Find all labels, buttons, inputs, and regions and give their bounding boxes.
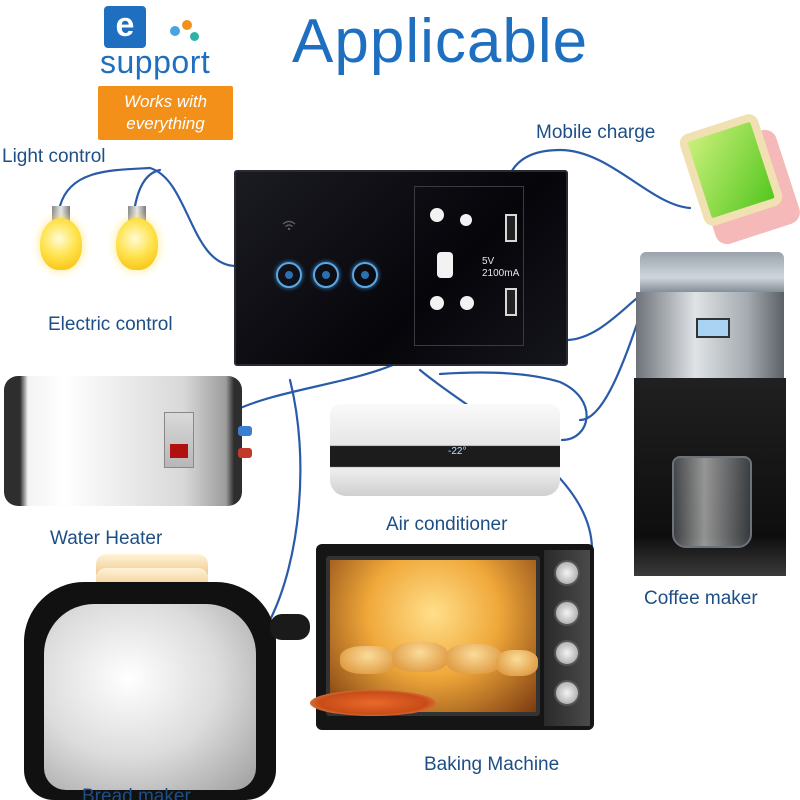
touch-button-2[interactable] bbox=[313, 262, 339, 288]
works-with-everything-badge: Works with everything bbox=[98, 86, 233, 140]
label-mobile-charge: Mobile charge bbox=[536, 122, 656, 143]
oven-bread-3 bbox=[446, 644, 502, 674]
touch-button-1[interactable] bbox=[276, 262, 302, 288]
socket-center bbox=[437, 252, 453, 278]
toaster-face bbox=[44, 604, 256, 790]
ac-display: -22° bbox=[448, 446, 467, 457]
label-bread-maker: Bread maker bbox=[82, 786, 191, 800]
coffee-grinder-top bbox=[640, 252, 784, 294]
socket-bottom-right bbox=[460, 296, 474, 310]
oven-bread-4 bbox=[496, 650, 538, 676]
wire-toaster bbox=[268, 378, 302, 622]
oven-knob-1 bbox=[554, 560, 580, 586]
touch-button-3[interactable] bbox=[352, 262, 378, 288]
usb-current-label: 2100mA bbox=[482, 268, 520, 279]
heater-display bbox=[164, 412, 194, 468]
wifi-icon bbox=[282, 220, 296, 230]
badge-line-2: everything bbox=[126, 114, 205, 133]
label-light-control: Light control bbox=[2, 146, 106, 167]
label-coffee-maker: Coffee maker bbox=[644, 588, 758, 609]
air-conditioner-image bbox=[330, 404, 560, 496]
wire-ac bbox=[438, 371, 588, 442]
oven-bread-2 bbox=[392, 642, 448, 672]
usb-port-bottom bbox=[505, 288, 517, 316]
oven-knob-4 bbox=[554, 680, 580, 706]
socket-bottom-left bbox=[430, 296, 444, 310]
water-heater-image bbox=[4, 376, 242, 506]
label-electric-control: Electric control bbox=[48, 314, 173, 335]
coffee-carafe bbox=[672, 456, 752, 548]
logo-dot-teal bbox=[190, 32, 199, 41]
heater-led bbox=[170, 444, 188, 458]
label-water-heater: Water Heater bbox=[50, 528, 163, 549]
label-baking-machine: Baking Machine bbox=[424, 754, 560, 775]
badge-line-1: Works with bbox=[123, 92, 208, 111]
usb-voltage-label: 5V bbox=[482, 256, 495, 267]
esupport-wordmark: support bbox=[100, 44, 211, 80]
wire-bulb-right bbox=[133, 168, 162, 208]
universal-outlet bbox=[414, 186, 524, 346]
oven-pizza bbox=[310, 690, 436, 716]
socket-top-left bbox=[430, 208, 444, 222]
logo-dot-blue bbox=[170, 26, 180, 36]
page-title: Applicable bbox=[292, 7, 589, 76]
wire-bulb-left bbox=[58, 166, 152, 208]
esupport-logo-mark: e bbox=[104, 6, 146, 48]
heater-pipe-top bbox=[238, 426, 252, 436]
phone-screen bbox=[687, 121, 775, 219]
usb-port-top bbox=[505, 214, 517, 242]
label-air-conditioner: Air conditioner bbox=[386, 514, 508, 535]
oven-knob-2 bbox=[554, 600, 580, 626]
logo-dot-orange bbox=[182, 20, 192, 30]
oven-knob-3 bbox=[554, 640, 580, 666]
socket-top-right bbox=[460, 214, 472, 226]
light-bulb-left-icon bbox=[40, 218, 82, 270]
toaster-lever bbox=[270, 614, 310, 640]
light-bulb-right-icon bbox=[116, 218, 158, 270]
oven-bread-1 bbox=[340, 646, 396, 674]
coffee-maker-screen bbox=[696, 318, 730, 338]
oven-window bbox=[326, 556, 540, 716]
wire-lights-to-panel bbox=[148, 166, 240, 268]
heater-pipe-bottom bbox=[238, 448, 252, 458]
